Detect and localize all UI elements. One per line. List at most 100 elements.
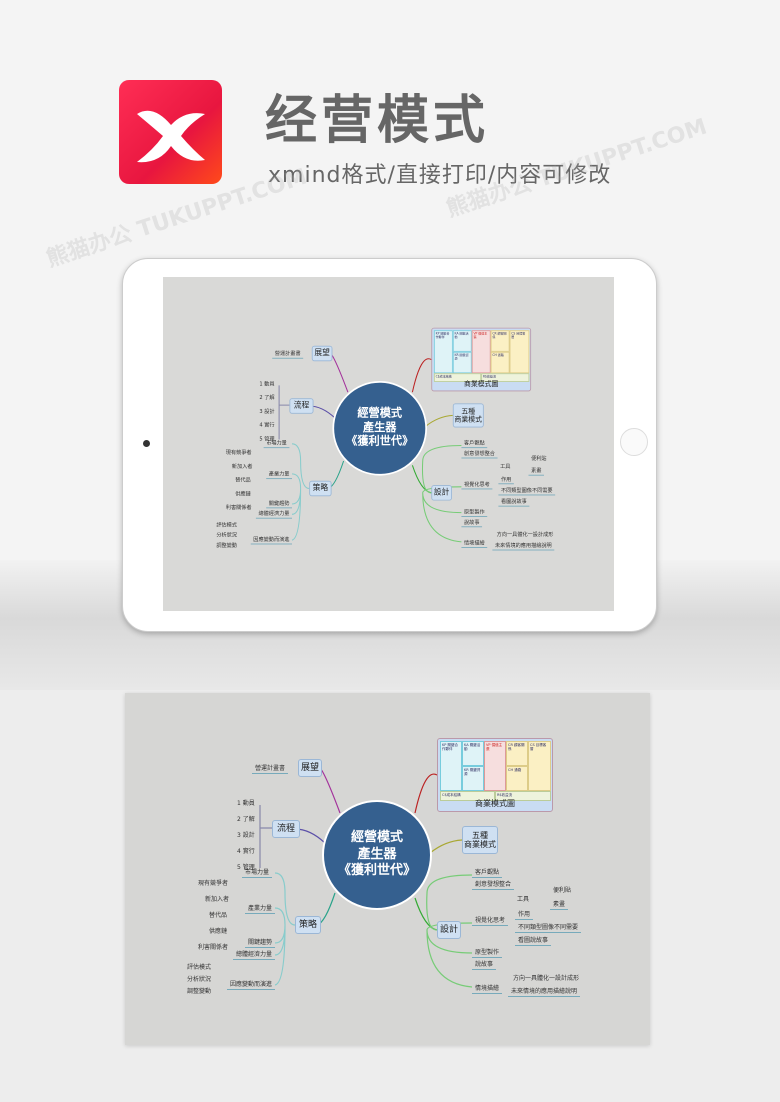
node-evolve-item[interactable]: 分析狀況 <box>216 532 237 539</box>
node-outlook[interactable]: 展望 <box>311 345 333 362</box>
node-customer[interactable]: 客戶觀點 <box>461 440 488 449</box>
node-customer[interactable]: 客戶觀點 <box>472 869 503 878</box>
node-step[interactable]: 3 設計 <box>237 832 255 839</box>
node-industry[interactable]: 產業力量 <box>245 905 276 914</box>
node-macro[interactable]: 總體經濟力量 <box>233 951 276 960</box>
node-effect[interactable]: 作用 <box>515 911 534 920</box>
node-prototype[interactable]: 原型製作 <box>461 509 488 517</box>
node-tools[interactable]: 工具 <box>517 896 530 903</box>
node-scenario[interactable]: 情境描繪 <box>472 985 503 994</box>
node-scenario-item[interactable]: 未來情境的應用描繪說明 <box>492 543 555 551</box>
node-step[interactable]: 1 動員 <box>259 381 275 388</box>
central-line: 產生器 <box>357 846 397 862</box>
central-topic[interactable]: 經營模式 產生器 《獲利世代》 <box>322 800 432 910</box>
node-step[interactable]: 5 管理 <box>237 864 255 871</box>
node-evolve-item[interactable]: 分析狀況 <box>187 976 212 983</box>
node-process[interactable]: 流程 <box>272 820 300 838</box>
node-strategy[interactable]: 策略 <box>295 916 321 934</box>
node-sketch[interactable]: 素畫 <box>528 468 544 476</box>
node-step[interactable]: 2 了解 <box>237 816 255 823</box>
node-types[interactable]: 不同類型圖像不同需要 <box>515 924 582 933</box>
canvas-kp: KP 關鍵合作夥伴 <box>440 741 462 791</box>
node-story-pic[interactable]: 看圖說故事 <box>498 499 530 507</box>
mindmap: 展望 營運計畫書 流程 1 動員 2 了解 3 設計 4 實行 5 管理 策略 … <box>125 693 650 1045</box>
node-business-plan[interactable]: 營運計畫書 <box>252 765 289 774</box>
node-design[interactable]: 設計 <box>431 485 452 501</box>
node-industry-item[interactable]: 利害關係者 <box>198 944 229 951</box>
canvas-kp: KP 關鍵合作夥伴 <box>433 330 453 374</box>
canvas-revenue: R$收益流 <box>481 373 530 382</box>
node-types[interactable]: 不同類型圖像不同需要 <box>498 488 556 496</box>
central-topic[interactable]: 經營模式 產生器 《獲利世代》 <box>332 381 428 476</box>
node-ideation[interactable]: 創意發想整合 <box>472 881 515 890</box>
node-trends[interactable]: 關鍵趨勢 <box>245 939 276 948</box>
business-model-canvas[interactable]: KP 關鍵合作夥伴 KA 關鍵活動 KR 關鍵資源 VP 價值主張 CR 顧客關… <box>437 738 553 812</box>
node-scenario-item[interactable]: 方向一具體化一設計成形 <box>496 531 554 538</box>
node-industry-item[interactable]: 新加入者 <box>231 463 253 470</box>
xmind-logo <box>119 80 222 184</box>
node-line: 五種 <box>472 830 488 840</box>
node-story[interactable]: 說故事 <box>461 519 483 528</box>
node-evolve-item[interactable]: 評估模式 <box>216 522 237 529</box>
node-market[interactable]: 市場力量 <box>263 440 290 449</box>
node-market[interactable]: 市場力量 <box>242 869 273 878</box>
node-step[interactable]: 3 設計 <box>259 408 275 415</box>
canvas-vp: VP 價值主張 <box>484 741 506 791</box>
canvas-cs: CS 目標客層 <box>509 330 530 374</box>
node-industry-item[interactable]: 供應鏈 <box>235 491 251 498</box>
node-industry-item[interactable]: 供應鏈 <box>209 928 228 935</box>
node-industry-item[interactable]: 利害關係者 <box>225 504 252 511</box>
node-industry-item[interactable]: 現有競爭者 <box>225 449 252 456</box>
node-visual[interactable]: 視覺化思考 <box>472 917 509 926</box>
node-sticky[interactable]: 便利貼 <box>531 455 547 462</box>
node-scenario[interactable]: 情境描繪 <box>461 540 488 548</box>
node-step[interactable]: 2 了解 <box>259 394 275 401</box>
canvas-cost: C$成本結構 <box>440 791 495 801</box>
node-outlook[interactable]: 展望 <box>298 759 322 777</box>
node-evolve[interactable]: 因應變動而演進 <box>227 981 276 990</box>
node-step[interactable]: 5 管理 <box>259 436 275 443</box>
canvas-cr: CR 顧客關係 <box>506 741 528 766</box>
node-prototype[interactable]: 原型製作 <box>472 949 503 958</box>
node-industry[interactable]: 產業力量 <box>266 471 293 480</box>
node-strategy[interactable]: 策略 <box>309 480 332 497</box>
node-business-plan[interactable]: 營運計畫書 <box>272 351 304 359</box>
node-scenario-item[interactable]: 未來情境的應用描繪說明 <box>508 988 581 997</box>
node-design[interactable]: 設計 <box>437 921 461 939</box>
node-trends[interactable]: 關鍵趨勢 <box>266 501 293 509</box>
node-process[interactable]: 流程 <box>289 398 314 414</box>
node-evolve[interactable]: 因應變動而演進 <box>250 537 293 545</box>
canvas-caption: 商業模式圖 <box>475 799 515 808</box>
central-line: 經營模式 <box>350 829 403 845</box>
business-model-canvas[interactable]: KP 關鍵合作夥伴 KA 關鍵活動 KR 關鍵資源 VP 價值主張 CR 顧客關… <box>431 327 532 392</box>
node-evolve-item[interactable]: 評估模式 <box>187 964 212 971</box>
node-five-models[interactable]: 五種 商業模式 <box>452 403 484 428</box>
node-step[interactable]: 4 實行 <box>259 422 275 429</box>
node-story[interactable]: 說故事 <box>472 961 497 970</box>
canvas-vp: VP 價值主張 <box>471 330 491 374</box>
node-visual[interactable]: 視覺化思考 <box>461 482 493 490</box>
node-scenario-item[interactable]: 方向一具體化一設計成形 <box>513 975 580 982</box>
node-evolve-item[interactable]: 調整變動 <box>216 542 237 549</box>
node-tools[interactable]: 工具 <box>500 463 511 470</box>
mindmap-preview: 展望 營運計畫書 流程 1 動員 2 了解 3 設計 4 實行 5 管理 策略 … <box>125 693 650 1045</box>
node-industry-item[interactable]: 新加入者 <box>205 896 230 903</box>
node-evolve-item[interactable]: 調整變動 <box>187 988 212 995</box>
node-story-pic[interactable]: 看圖說故事 <box>515 937 552 946</box>
central-line: 《獲利世代》 <box>346 435 414 449</box>
node-line: 五種 <box>461 407 476 416</box>
tablet-screen: 展望 營運計畫書 流程 1 動員 2 了解 3 設計 4 實行 5 管理 策略 … <box>163 277 614 611</box>
node-five-models[interactable]: 五種 商業模式 <box>462 826 498 854</box>
node-sticky[interactable]: 便利貼 <box>553 887 572 894</box>
node-step[interactable]: 1 動員 <box>237 800 255 807</box>
canvas-kr: KR 關鍵資源 <box>462 766 484 791</box>
node-ideation[interactable]: 創意發想整合 <box>461 451 498 459</box>
node-industry-item[interactable]: 現有競爭者 <box>198 880 229 887</box>
node-step[interactable]: 4 實行 <box>237 848 255 855</box>
camera-icon <box>143 440 150 447</box>
node-sketch[interactable]: 素畫 <box>550 901 569 910</box>
node-effect[interactable]: 作用 <box>498 476 514 485</box>
node-macro[interactable]: 總體經濟力量 <box>255 511 293 519</box>
node-industry-item[interactable]: 替代品 <box>235 477 251 484</box>
node-industry-item[interactable]: 替代品 <box>209 912 228 919</box>
